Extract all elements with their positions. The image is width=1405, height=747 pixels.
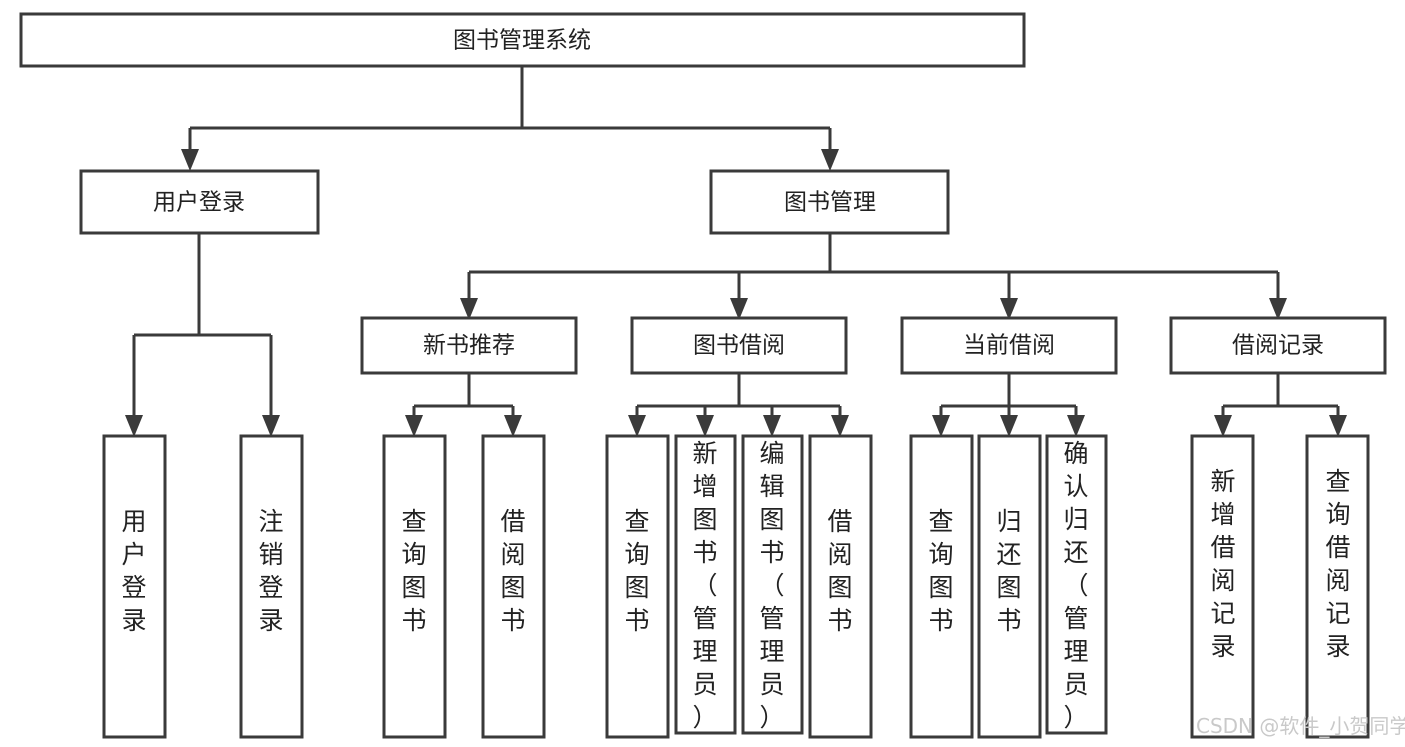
- node-leaf-return-book-label: 归还图书: [996, 507, 1021, 635]
- node-leaf-borrow-book-1[interactable]: 借阅图书: [481, 434, 546, 739]
- node-borrow-box[interactable]: [630, 316, 848, 375]
- node-borrow-label: 图书借阅: [693, 333, 785, 359]
- watermark-label: CSDN @软件_小贺同学: [1196, 714, 1405, 738]
- arrow-icon-borrow-leaf-2: [696, 415, 714, 437]
- node-leaf-query-book-3-label: 查询图书: [928, 507, 953, 635]
- node-root-box[interactable]: [19, 12, 1026, 68]
- node-records-label: 借阅记录: [1232, 333, 1324, 359]
- arrow-icon-borrow-leaf-3: [763, 415, 781, 437]
- node-leaf-query-record-label: 查询借阅记录: [1325, 467, 1350, 661]
- node-leaf-query-book-1-label: 查询图书: [401, 507, 426, 635]
- node-leaf-add-book-label: 新增图书（管理员）: [692, 439, 717, 732]
- node-leaf-borrow-book-2[interactable]: 借阅图书: [808, 434, 873, 739]
- node-current-box[interactable]: [900, 316, 1118, 375]
- node-leaf-logout[interactable]: 注销登录: [239, 434, 304, 739]
- node-leaf-logout-label: 注销登录: [258, 507, 283, 635]
- node-leaf-query-book-3[interactable]: 查询图书: [909, 434, 974, 739]
- node-bookmgmt[interactable]: 图书管理: [709, 169, 950, 235]
- node-leaf-add-record-box[interactable]: [1190, 434, 1255, 739]
- node-bookmgmt-label: 图书管理: [784, 190, 876, 216]
- node-records[interactable]: 借阅记录: [1169, 316, 1387, 375]
- node-leaf-add-book-box[interactable]: [674, 434, 737, 735]
- arrow-icon-root-to-login: [181, 149, 199, 171]
- node-current-label: 当前借阅: [963, 333, 1055, 359]
- arrow-icon-current-leaf-1: [932, 415, 950, 437]
- node-leaf-edit-book-label: 编辑图书（管理员）: [759, 439, 784, 732]
- arrow-icon-newbook-leaf-2: [504, 415, 522, 437]
- node-leaf-return-book-box[interactable]: [977, 434, 1042, 739]
- leaf-layer: 用户登录 注销登录 查询图书 借阅图书 查询图书 新增图书（管理员）: [102, 434, 1370, 739]
- arrow-icon-newbook-leaf-1: [405, 415, 423, 437]
- node-leaf-confirm-return-label: 确认归还（管理员）: [1063, 439, 1088, 732]
- node-root-label: 图书管理系统: [453, 28, 591, 54]
- node-login-label: 用户登录: [153, 190, 245, 216]
- node-leaf-query-record[interactable]: 查询借阅记录: [1305, 434, 1370, 739]
- arrow-icon-current-leaf-2: [1000, 415, 1018, 437]
- arrow-icon-borrow-leaf-1: [628, 415, 646, 437]
- node-leaf-return-book[interactable]: 归还图书: [977, 434, 1042, 739]
- arrow-icon-records-leaf-2: [1329, 415, 1347, 437]
- node-newbook[interactable]: 新书推荐: [360, 316, 578, 375]
- node-leaf-confirm-return-box[interactable]: [1045, 434, 1108, 735]
- node-records-box[interactable]: [1169, 316, 1387, 375]
- arrow-icon-login-leaf-2: [262, 415, 280, 437]
- node-newbook-box[interactable]: [360, 316, 578, 375]
- node-leaf-borrow-book-1-label: 借阅图书: [500, 507, 525, 635]
- node-leaf-borrow-book-2-box[interactable]: [808, 434, 873, 739]
- node-leaf-logout-box[interactable]: [239, 434, 304, 739]
- node-leaf-borrow-book-2-label: 借阅图书: [827, 507, 852, 635]
- arrow-icon-current-leaf-3: [1067, 415, 1085, 437]
- node-leaf-add-record[interactable]: 新增借阅记录: [1190, 434, 1255, 739]
- arrow-icon-login-leaf-1: [125, 415, 143, 437]
- node-leaf-edit-book[interactable]: 编辑图书（管理员）: [741, 434, 804, 735]
- node-leaf-query-book-1[interactable]: 查询图书: [382, 434, 447, 739]
- node-leaf-add-book[interactable]: 新增图书（管理员）: [674, 434, 737, 735]
- node-borrow[interactable]: 图书借阅: [630, 316, 848, 375]
- node-newbook-label: 新书推荐: [423, 333, 515, 359]
- node-leaf-borrow-book-1-box[interactable]: [481, 434, 546, 739]
- node-leaf-user-login-box[interactable]: [102, 434, 167, 739]
- node-leaf-query-book-2-label: 查询图书: [624, 507, 649, 635]
- node-leaf-edit-book-box[interactable]: [741, 434, 804, 735]
- node-leaf-query-book-2[interactable]: 查询图书: [605, 434, 670, 739]
- node-leaf-query-book-1-box[interactable]: [382, 434, 447, 739]
- node-leaf-query-book-3-box[interactable]: [909, 434, 974, 739]
- node-leaf-confirm-return[interactable]: 确认归还（管理员）: [1045, 434, 1108, 735]
- node-leaf-user-login-label: 用户登录: [121, 507, 146, 635]
- node-current[interactable]: 当前借阅: [900, 316, 1118, 375]
- connector-layer: [125, 66, 1347, 437]
- node-leaf-query-record-box[interactable]: [1305, 434, 1370, 739]
- node-root[interactable]: 图书管理系统: [19, 12, 1026, 68]
- arrow-icon-records-leaf-1: [1214, 415, 1232, 437]
- node-bookmgmt-box[interactable]: [709, 169, 950, 235]
- node-leaf-user-login[interactable]: 用户登录: [102, 434, 167, 739]
- node-login[interactable]: 用户登录: [79, 169, 320, 235]
- node-leaf-query-book-2-box[interactable]: [605, 434, 670, 739]
- arrow-icon-borrow-leaf-4: [831, 415, 849, 437]
- node-leaf-add-record-label: 新增借阅记录: [1210, 467, 1235, 661]
- arrow-icon-root-to-bookmgmt: [821, 149, 839, 171]
- node-login-box[interactable]: [79, 169, 320, 235]
